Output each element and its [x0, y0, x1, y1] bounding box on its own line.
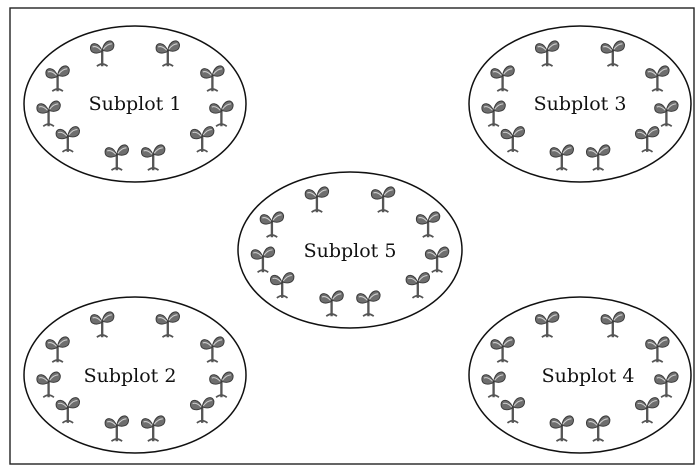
subplots-layer: Subplot 1 Subplot 3 Subplot 5 Subplot 2 …: [23, 25, 692, 454]
subplot-3-label: Subplot 3: [534, 93, 627, 115]
subplot-5-label: Subplot 5: [304, 240, 397, 262]
subplot-3-boundary: [468, 25, 692, 183]
subplot-4: Subplot 4: [468, 296, 692, 454]
subplot-5-boundary: [237, 171, 463, 329]
subplot-2-boundary: [23, 296, 247, 454]
subplot-3: Subplot 3: [468, 25, 692, 183]
subplot-4-label: Subplot 4: [542, 365, 635, 387]
subplot-1-boundary: [23, 25, 247, 183]
subplot-1: Subplot 1: [23, 25, 247, 183]
subplot-2: Subplot 2: [23, 296, 247, 454]
subplot-5: Subplot 5: [237, 171, 463, 329]
subplot-1-label: Subplot 1: [89, 93, 182, 115]
subplot-4-boundary: [468, 296, 692, 454]
subplot-2-label: Subplot 2: [84, 365, 177, 387]
